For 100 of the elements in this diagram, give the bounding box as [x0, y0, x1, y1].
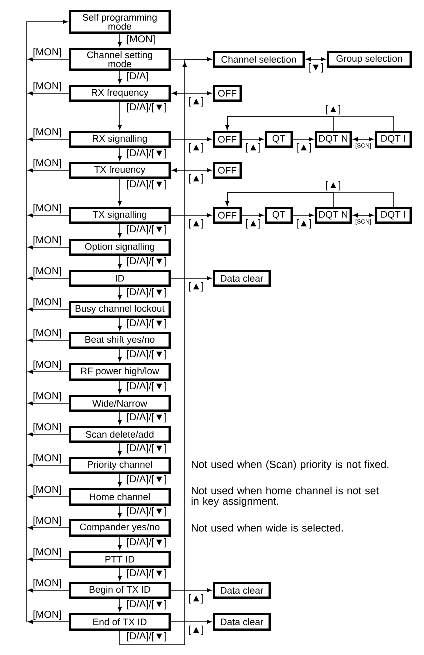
edge-label: [D/A]/[▼]: [126, 148, 168, 160]
arrow: [118, 178, 122, 206]
edge-label: [▲]: [188, 594, 205, 604]
setting-box: PTT ID: [69, 551, 171, 568]
edge-label: [▲]: [188, 218, 205, 230]
setting-box: Begin of TX ID: [69, 582, 171, 599]
bus-line: [26, 247, 28, 279]
arrow: [292, 213, 314, 218]
arrow: [118, 568, 122, 581]
edge-label: [D/A]/[▼]: [126, 568, 168, 580]
option-box: OFF: [213, 162, 242, 179]
edge-label: [▲]: [325, 180, 342, 192]
arrow: [28, 620, 70, 624]
bus-line: [26, 170, 28, 216]
arrow: [28, 557, 70, 562]
bus-line: [26, 93, 28, 140]
bus-line: [26, 340, 28, 372]
setting-box: Scan delete/add: [69, 426, 171, 443]
edge-label: [D/A]/[▼]: [126, 538, 168, 548]
arrow: [118, 474, 122, 487]
setting-box: RF power high/low: [69, 363, 171, 381]
bus-line: [26, 59, 28, 94]
edge-label: [D/A]/[▼]: [126, 444, 168, 454]
arrow: [118, 102, 122, 130]
note-text: Not used when home channel is not set in key assignment.: [192, 486, 380, 508]
arrow: [118, 506, 122, 518]
setting-box: TX freuency: [69, 162, 171, 179]
double-arrow: [306, 57, 326, 62]
bus-line: [26, 403, 28, 435]
edge-label: [D/A]/[▼]: [126, 224, 168, 236]
option-box: QT: [265, 207, 293, 224]
setting-box: Home channel: [69, 488, 171, 506]
bus-line: [26, 528, 28, 560]
edge-label: [▲]: [188, 282, 205, 292]
edge-label: [MON]: [32, 578, 62, 590]
edge-label: [MON]: [32, 266, 62, 278]
double-arrow: [353, 137, 374, 142]
option-box: QT: [265, 131, 293, 148]
edge-label: [MON]: [32, 158, 62, 170]
option-box: DQT N: [315, 207, 352, 224]
setting-box: TX signalling: [69, 207, 171, 224]
edge-label: [MON]: [32, 516, 62, 527]
edge-label: [MON]: [32, 298, 62, 308]
option-box: Data clear: [213, 270, 271, 287]
arrow: [118, 286, 122, 300]
bus-line: [26, 559, 28, 591]
edge-label: [D/A]/[▼]: [126, 350, 168, 360]
arrow: [118, 256, 122, 269]
arrow: [28, 245, 70, 250]
edge-label: [▲]: [245, 218, 262, 230]
edge-label: [MON]: [32, 328, 62, 340]
arrow: [170, 588, 212, 593]
edge-label: [D/A]/[▼]: [126, 318, 168, 330]
option-box: OFF: [213, 131, 242, 148]
edge-label: [D/A]/[▼]: [126, 600, 168, 610]
edge-label: [▲]: [188, 96, 205, 108]
option-box: Data clear: [213, 582, 271, 599]
bus-line: [26, 139, 28, 171]
edge-label: [D/A]/[▼]: [126, 180, 168, 190]
arrow: [225, 192, 394, 208]
arrow: [118, 348, 122, 362]
arrow: [28, 307, 70, 312]
bus-line: [26, 309, 28, 341]
option-box: Group selection: [327, 51, 412, 68]
edge-label: [D/A]/[▼]: [126, 412, 168, 424]
option-box: Data clear: [213, 613, 271, 631]
setting-box: RX signalling: [69, 131, 171, 148]
edge-label: [MON]: [32, 454, 62, 464]
edge-label: [D/A]: [126, 72, 150, 82]
setting-box: ID: [69, 270, 171, 287]
arrow: [28, 168, 70, 173]
edge-label: [▲]: [188, 174, 205, 184]
edge-label: [D/A]/[▼]: [126, 288, 168, 298]
edge-label: [▼]: [308, 62, 324, 74]
option-box: Channel selection: [213, 51, 305, 68]
setting-box: RX frequency: [69, 85, 171, 102]
arrow: [26, 20, 68, 60]
bus-line: [26, 590, 28, 622]
edge-label: [D/A]/[▼]: [126, 632, 168, 642]
edge-label: [MON]: [32, 548, 62, 558]
note-text: Not used when wide is selected.: [192, 524, 344, 532]
edge-label: [▲]: [296, 142, 312, 154]
edge-label: [▲]: [188, 625, 205, 636]
edge-label: [▲]: [188, 142, 205, 154]
double-arrow: [172, 168, 212, 173]
edge-label: [▲]: [245, 142, 262, 154]
arrow: [28, 494, 70, 500]
edge-label: [MON]: [32, 485, 62, 496]
arrow: [118, 536, 122, 550]
arrow: [28, 432, 70, 437]
arrow: [118, 598, 122, 612]
arrow: [242, 213, 264, 218]
arrow: [28, 588, 70, 593]
option-box: OFF: [213, 207, 242, 224]
arrow: [118, 224, 122, 238]
edge-label: [MON]: [32, 82, 62, 92]
edge-label: [D/A]/[▼]: [126, 474, 168, 486]
setting-box: Busy channel lockout: [69, 301, 171, 318]
arrow: [28, 91, 70, 96]
arrow: [28, 370, 70, 374]
